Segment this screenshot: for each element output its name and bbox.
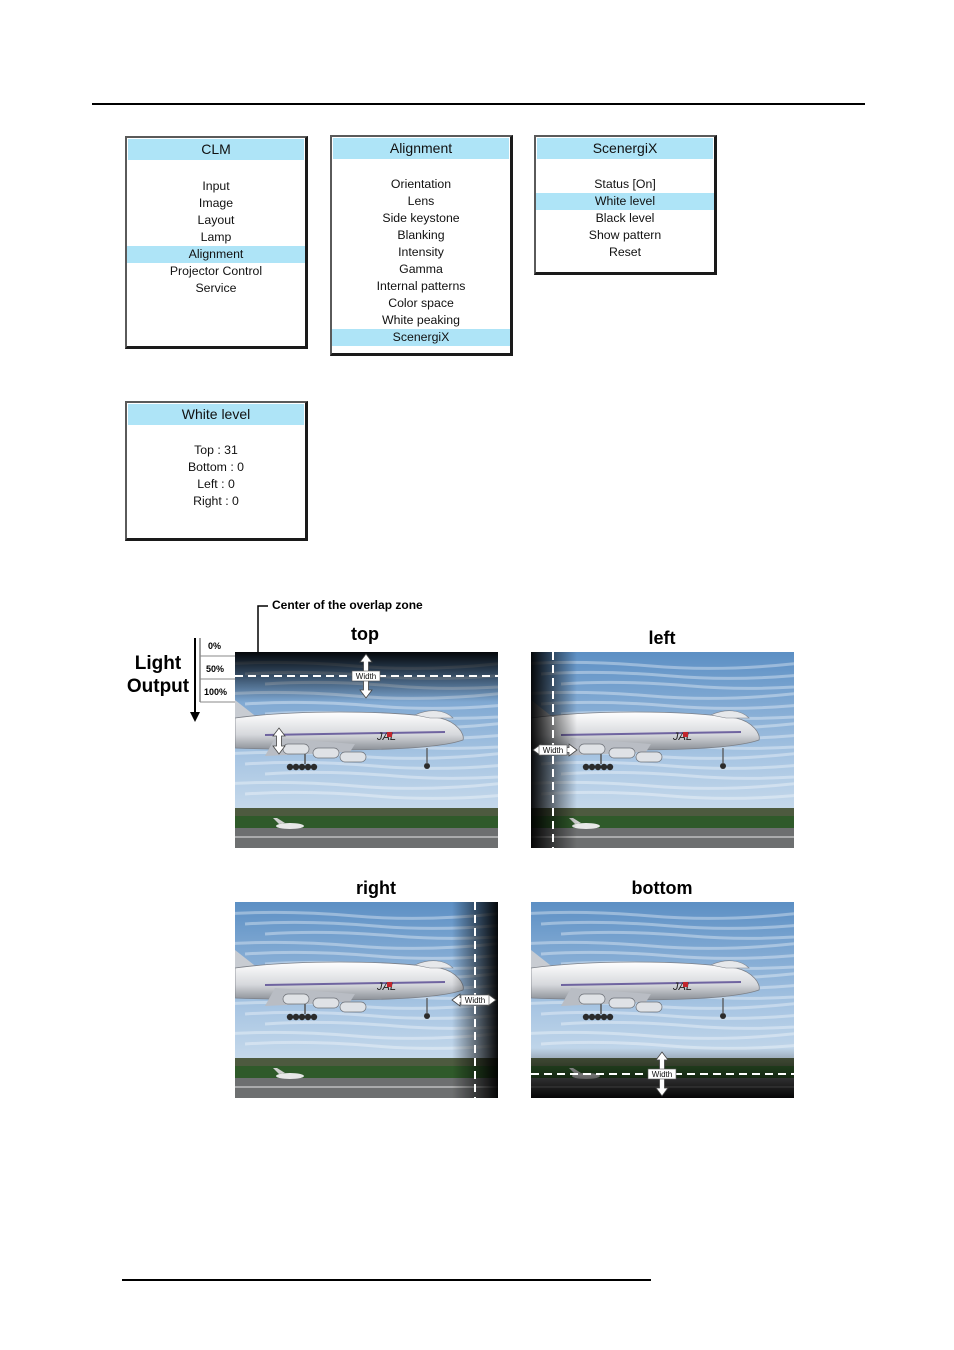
width-arrow: Width xyxy=(351,653,381,699)
footer-rule xyxy=(122,1279,651,1281)
width-label-box xyxy=(460,994,490,1006)
airplane: JAL xyxy=(235,700,464,771)
alignment-menu-title: Alignment xyxy=(333,138,509,159)
width-arrow: Width xyxy=(532,743,578,757)
width-arrow: Width xyxy=(451,993,497,1007)
panel-top: JAL Width xyxy=(235,652,498,848)
scene-right: JAL Width xyxy=(235,902,498,1098)
scale-0: 0% xyxy=(208,641,222,651)
airplane: JAL xyxy=(235,950,464,1021)
width-label-box xyxy=(538,744,568,756)
width-arrow xyxy=(272,727,286,755)
scenergix-item-black-level[interactable]: Black level xyxy=(595,211,655,225)
panel-label-right: right xyxy=(356,878,396,898)
white-level-item-left[interactable]: Left : 0 xyxy=(197,477,235,491)
scenergix-item-show-pattern[interactable]: Show pattern xyxy=(588,228,662,242)
clm-item-image[interactable]: Image xyxy=(198,196,234,210)
scale-100: 100% xyxy=(204,687,228,697)
alignment-item-lens[interactable]: Lens xyxy=(407,194,435,208)
scene-top: JAL Width xyxy=(235,652,498,848)
white-level-menu-title: White level xyxy=(128,404,304,425)
light-output-label: Light Output xyxy=(122,652,194,698)
width-label-box xyxy=(351,670,381,682)
panel-label-left: left xyxy=(648,628,676,648)
header-rule xyxy=(92,103,865,105)
white-level-item-bottom[interactable]: Bottom : 0 xyxy=(187,460,245,474)
scene-bottom: JAL Width xyxy=(531,902,794,1098)
tail-logo: JAL xyxy=(672,731,692,743)
tail-logo: JAL xyxy=(672,981,692,993)
white-level-item-right[interactable]: Right : 0 xyxy=(193,494,239,508)
alignment-menu: Alignment Orientation Lens Side keystone… xyxy=(330,135,513,356)
scenergix-menu-title: ScenergiX xyxy=(537,138,713,159)
panel-bottom: JAL Width xyxy=(531,902,794,1098)
scenergix-item-status[interactable]: Status [On] xyxy=(594,177,656,191)
grass xyxy=(235,816,498,828)
airplane: JAL xyxy=(531,950,760,1021)
light-output-label-line1: Light xyxy=(134,653,182,674)
width-label: Width xyxy=(356,672,376,681)
tail-logo: JAL xyxy=(376,981,396,993)
alignment-item-side-keystone[interactable]: Side keystone xyxy=(382,211,460,225)
alignment-item-intensity[interactable]: Intensity xyxy=(398,245,444,259)
clm-item-layout[interactable]: Layout xyxy=(197,213,235,227)
alignment-item-blanking[interactable]: Blanking xyxy=(397,228,445,242)
panel-label-bottom: bottom xyxy=(631,878,693,898)
light-output-scale xyxy=(190,638,236,722)
center-callout-label: Center of the overlap zone xyxy=(272,598,423,612)
width-label: Width xyxy=(652,1070,672,1079)
alignment-item-scenergix[interactable]: ScenergiX xyxy=(332,329,510,346)
alignment-item-orientation[interactable]: Orientation xyxy=(390,177,452,191)
alignment-item-color-space[interactable]: Color space xyxy=(388,296,454,310)
alignment-item-gamma[interactable]: Gamma xyxy=(399,262,443,276)
panel-right: JAL Width xyxy=(235,902,498,1098)
alignment-item-internal-patterns[interactable]: Internal patterns xyxy=(376,279,466,293)
scenergix-item-reset[interactable]: Reset xyxy=(608,245,642,259)
clm-item-service[interactable]: Service xyxy=(195,281,237,295)
white-level-menu: White level Top : 31 Bottom : 0 Left : 0… xyxy=(125,401,308,541)
clm-item-alignment[interactable]: Alignment xyxy=(127,246,305,263)
width-arrow: Width xyxy=(647,1051,677,1097)
clm-item-lamp[interactable]: Lamp xyxy=(200,230,232,244)
panel-label-top: top xyxy=(351,624,379,644)
clm-item-projector-control[interactable]: Projector Control xyxy=(169,264,263,278)
airplane: JAL xyxy=(531,700,760,771)
tail-logo: JAL xyxy=(376,731,396,743)
scale-50: 50% xyxy=(206,664,225,674)
scenergix-item-white-level[interactable]: White level xyxy=(536,193,714,210)
clm-menu-title: CLM xyxy=(128,139,304,160)
light-output-label-line2: Output xyxy=(126,676,190,697)
panel-left: JAL Width xyxy=(531,652,794,848)
width-label-box xyxy=(647,1068,677,1080)
white-level-item-top[interactable]: Top : 31 xyxy=(194,443,238,457)
alignment-item-white-peaking[interactable]: White peaking xyxy=(382,313,460,327)
scenergix-menu: ScenergiX Status [On] White level Black … xyxy=(534,135,717,275)
width-label: Width xyxy=(543,746,563,755)
width-label: Width xyxy=(465,996,485,1005)
clm-item-input[interactable]: Input xyxy=(202,179,230,193)
scene-left: JAL Width xyxy=(531,652,794,848)
clm-menu: CLM Input Image Layout Lamp Alignment Pr… xyxy=(125,136,308,349)
